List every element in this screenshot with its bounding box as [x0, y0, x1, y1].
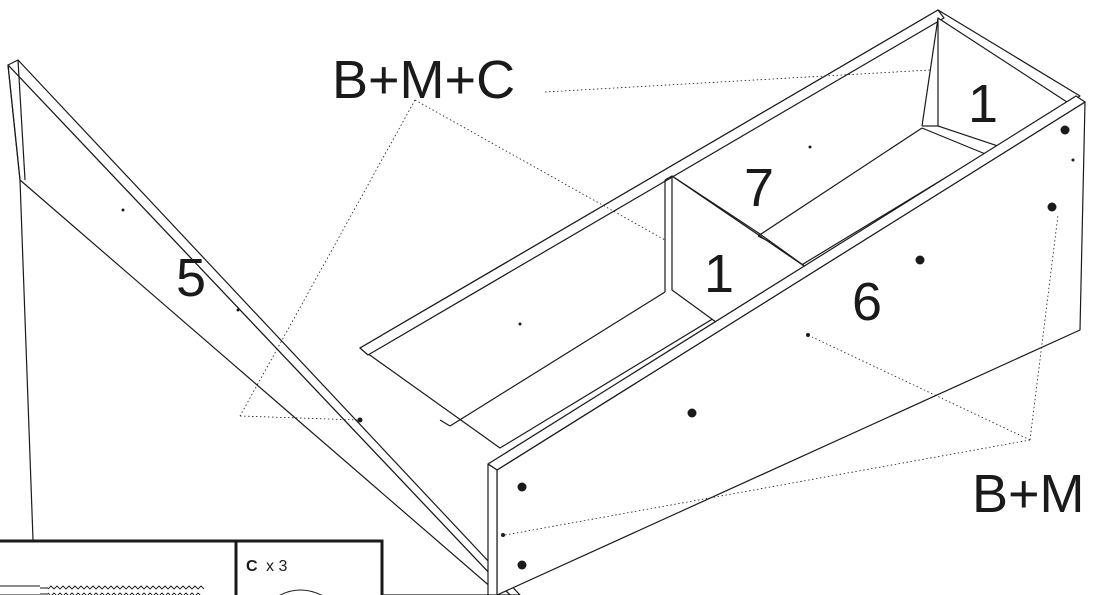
callout-b-m-c: B+M+C [332, 50, 515, 110]
label-panel-1-back: 1 [968, 74, 998, 134]
panel-6 [487, 95, 1086, 595]
hardware-part-letter: C [246, 558, 258, 575]
hardware-quantity: x 3 [266, 558, 287, 575]
svg-text:C x 3: C x 3 [246, 558, 287, 575]
label-panel-7: 7 [744, 158, 774, 218]
callout-b-m: B+M [972, 464, 1085, 524]
inner-holes [518, 145, 812, 326]
callout-lines [239, 69, 1059, 536]
label-panel-1-middle: 1 [704, 244, 734, 304]
label-panel-6: 6 [852, 272, 882, 332]
panel-5-holes [121, 208, 363, 423]
label-panel-5: 5 [176, 248, 206, 308]
hardware-box: C x 3 [0, 539, 384, 595]
panel-6-holes [501, 125, 1075, 570]
panel-5-edge [7, 64, 501, 595]
panel-5 [7, 59, 521, 595]
cam-lock-icon [279, 589, 323, 595]
